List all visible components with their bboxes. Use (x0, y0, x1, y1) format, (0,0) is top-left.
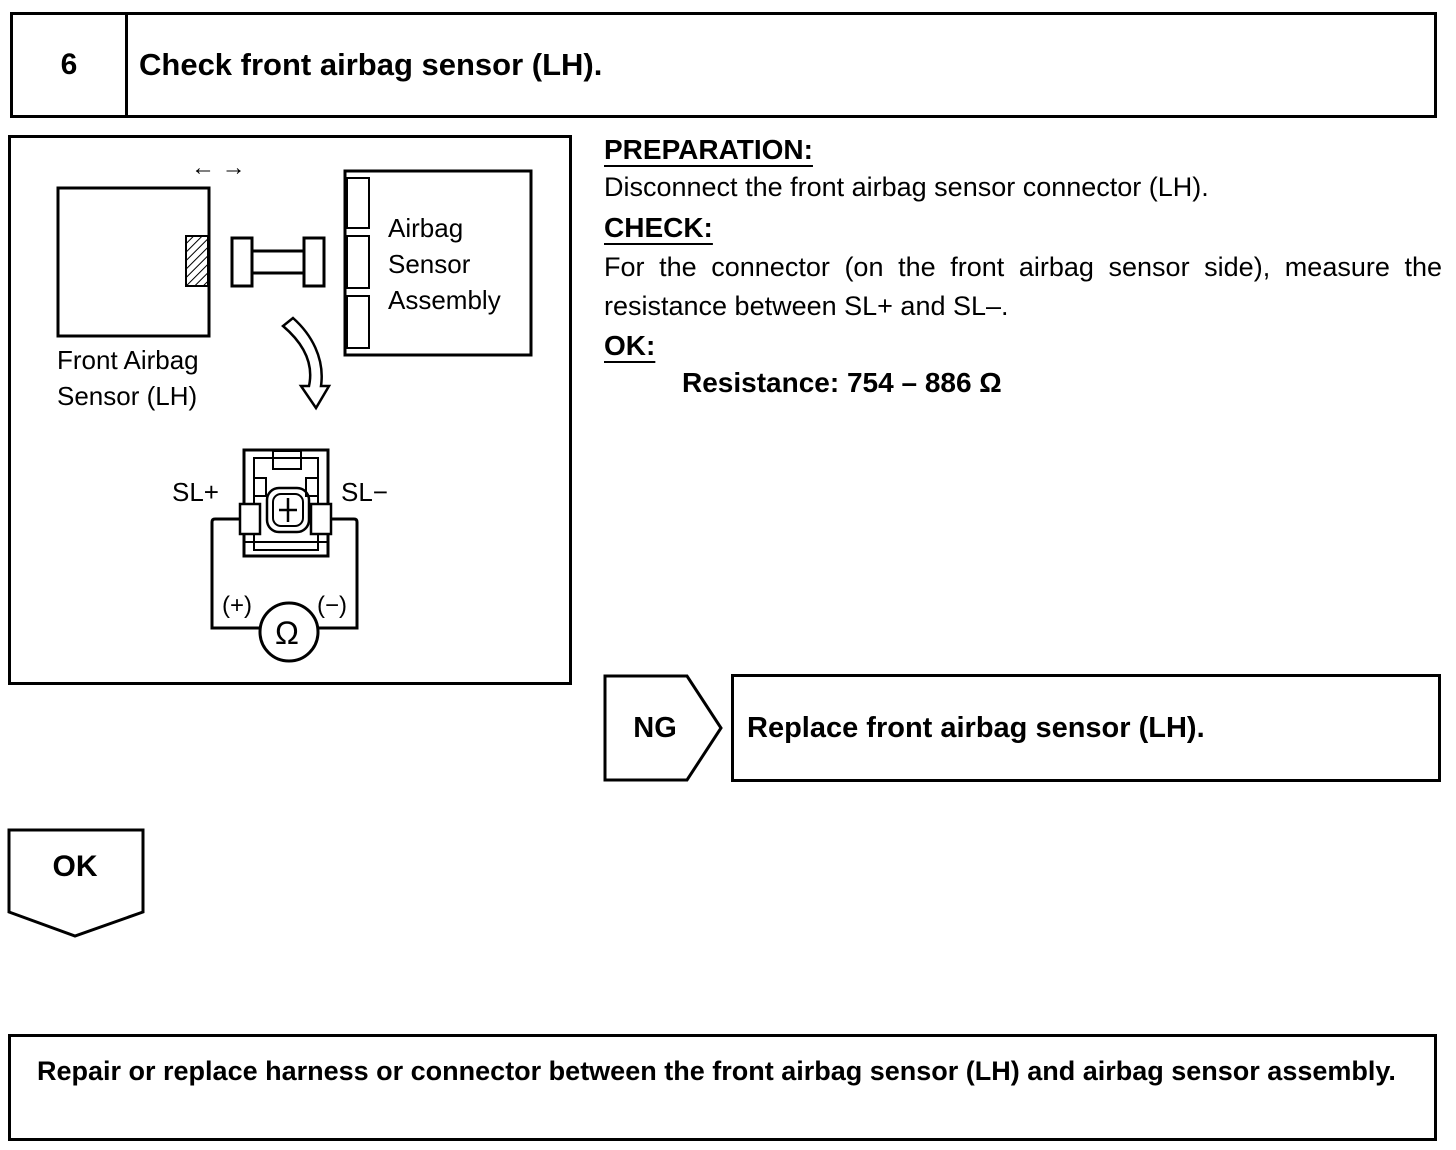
ok-tag: OK (7, 828, 147, 940)
meter-lead-plus (210, 517, 260, 630)
disconnect-arrows-icon: ← → (191, 154, 246, 181)
ng-action: Replace front airbag sensor (LH). (731, 674, 1441, 782)
ohm-symbol: Ω (275, 615, 299, 651)
ng-label: NG (633, 711, 677, 744)
step-header: 6 Check front airbag sensor (LH). (10, 12, 1437, 118)
assembly-label-line1: Airbag (388, 213, 464, 243)
final-action: Repair or replace harness or connector b… (8, 1034, 1437, 1141)
preparation-heading: PREPARATION: (604, 134, 813, 165)
connector-diagram-drawing (56, 169, 533, 663)
check-text: For the connector (on the front airbag s… (604, 252, 1442, 321)
meter-minus-label: (−) (317, 592, 347, 619)
connector-face (238, 448, 333, 558)
assembly-label-line2: Sensor (388, 249, 471, 279)
front-airbag-sensor-label-line2: Sensor (LH) (57, 381, 198, 411)
connector-icon (230, 236, 326, 288)
terminal-sl-minus-label: SL− (341, 477, 388, 507)
terminal-sl-plus-label: SL+ (172, 477, 219, 507)
ok-label: OK (52, 850, 98, 883)
ok-heading: OK: (604, 330, 656, 361)
front-airbag-sensor-label-line1: Front Airbag (57, 345, 199, 375)
ng-arrow-icon (603, 674, 723, 782)
connector-diagram: ← → Front Airbag Sensor (LH) Airbag Sens… (8, 135, 572, 685)
step-title: Check front airbag sensor (LH). (139, 47, 603, 82)
curved-arrow-down-icon (281, 316, 332, 411)
ng-tag: NG (603, 674, 727, 784)
ok-arrow-icon (7, 828, 145, 938)
assembly-label-line3: Assembly (388, 285, 501, 315)
check-heading: CHECK: (604, 212, 713, 243)
resistance-spec: Resistance: 754 – 886 Ω (682, 367, 1002, 398)
preparation-text: Disconnect the front airbag sensor conne… (604, 172, 1209, 202)
airbag-sensor-assembly-body (343, 169, 533, 357)
meter-plus-label: (+) (222, 592, 252, 619)
ohmmeter-icon (258, 601, 320, 663)
sensor-connector-socket (185, 235, 209, 287)
meter-lead-minus (318, 517, 359, 630)
step-number: 6 (13, 15, 128, 115)
